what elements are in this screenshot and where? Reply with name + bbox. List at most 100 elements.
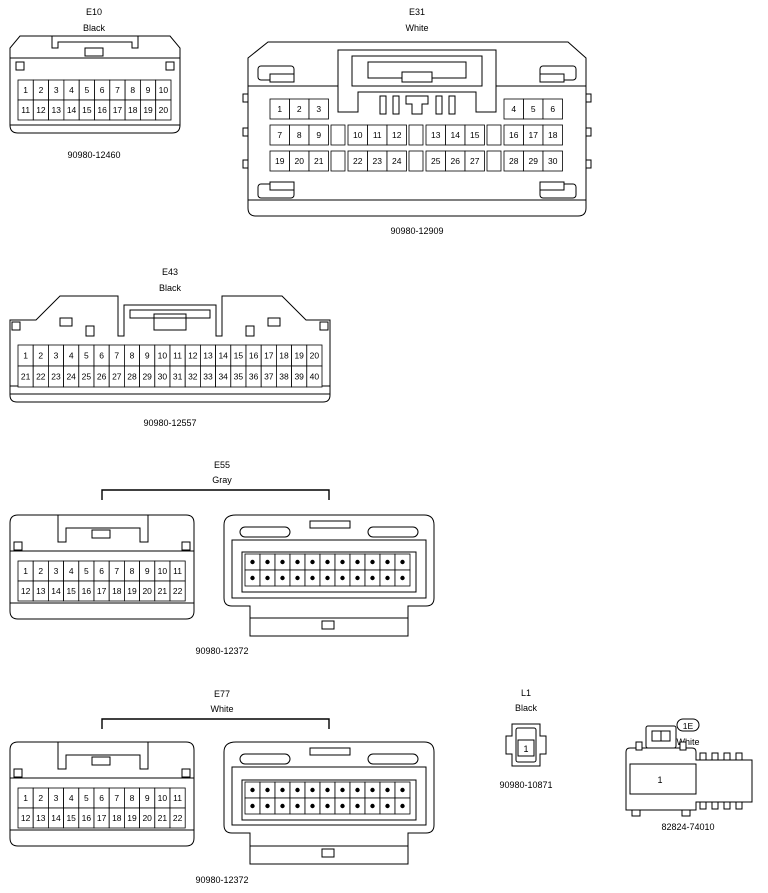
pin-number: 29 [529, 156, 539, 166]
pin-number: 27 [112, 372, 122, 382]
pin-number: 11 [173, 351, 182, 361]
pin-number: 3 [54, 85, 59, 95]
e77-female-pin-grid [244, 781, 411, 815]
pin-number: 13 [431, 130, 441, 140]
pin-number: 12 [36, 105, 46, 115]
pin-number: 3 [54, 793, 59, 803]
pin-number: 19 [127, 813, 137, 823]
pin-number: 23 [51, 372, 61, 382]
pin-number: 19 [294, 351, 304, 361]
pin-number: 13 [36, 586, 46, 596]
pin-number: 21 [158, 813, 168, 823]
pin-number: 18 [279, 351, 289, 361]
pin-number: 7 [114, 566, 119, 576]
pin-number: 26 [97, 372, 107, 382]
e10-id: E10 [86, 7, 102, 17]
pin-number: 5 [84, 351, 89, 361]
pin-number: 13 [52, 105, 62, 115]
pin-number: 16 [82, 813, 92, 823]
pin-number: 5 [84, 793, 89, 803]
pin-number: 22 [173, 813, 183, 823]
pin-number: 3 [54, 566, 59, 576]
pin-number: 7 [114, 793, 119, 803]
pin-number: 21 [314, 156, 324, 166]
pin-number: 1 [23, 351, 28, 361]
pin-number: 20 [159, 105, 169, 115]
pin-number: 10 [158, 566, 168, 576]
pin-number: 11 [173, 566, 182, 576]
pin-number: 11 [373, 130, 382, 140]
pin-number: 18 [112, 813, 122, 823]
pin-number: 19 [143, 105, 153, 115]
pin-number: 16 [82, 586, 92, 596]
pin-number: 19 [127, 586, 137, 596]
pin-number: 6 [99, 351, 104, 361]
pin-number: 6 [550, 104, 555, 114]
pin-number: 6 [99, 793, 104, 803]
pin-number: 13 [203, 351, 213, 361]
pin-number: 28 [127, 372, 137, 382]
pin-number: 24 [66, 372, 76, 382]
pin-number: 14 [67, 105, 77, 115]
pin-number: 4 [69, 566, 74, 576]
pin-number: 17 [97, 586, 107, 596]
pin-number: 11 [21, 105, 30, 115]
pin-number: 16 [509, 130, 519, 140]
pin-number: 9 [145, 793, 150, 803]
e10-part-number: 90980-12460 [67, 150, 120, 160]
connector-l1: L1 Black 1 90980-10871 [499, 688, 552, 790]
e77-id: E77 [214, 689, 230, 699]
pin-number: 12 [188, 351, 198, 361]
pin-number: 32 [188, 372, 198, 382]
pin-number: 18 [548, 130, 558, 140]
pin-number: 8 [130, 85, 135, 95]
e43-id: E43 [162, 267, 178, 277]
pin-number: 4 [69, 85, 74, 95]
pin-number: 21 [21, 372, 31, 382]
pin-number: 9 [145, 351, 150, 361]
pin-number: 14 [451, 130, 461, 140]
pin-number: 35 [234, 372, 244, 382]
pin-number: 29 [142, 372, 152, 382]
pin-number: 7 [277, 130, 282, 140]
l1-part-number: 90980-10871 [499, 780, 552, 790]
pin-number: 14 [51, 586, 61, 596]
e55-female-pin-grid [244, 553, 411, 587]
pin-number: 4 [69, 351, 74, 361]
pin-number: 20 [295, 156, 305, 166]
pin-number: 27 [470, 156, 480, 166]
pin-number: 22 [353, 156, 363, 166]
pin-number: 34 [218, 372, 228, 382]
pin-number: 31 [173, 372, 183, 382]
e10-color: Black [83, 23, 106, 33]
e55-part-number: 90980-12372 [195, 646, 248, 656]
pin-number: 17 [113, 105, 123, 115]
pin-number: 2 [39, 85, 44, 95]
pin-number: 5 [84, 566, 89, 576]
l1-id: L1 [521, 688, 531, 698]
pin-number: 10 [353, 130, 363, 140]
pin-number: 8 [130, 793, 135, 803]
pin-number: 30 [158, 372, 168, 382]
pin-number: 12 [392, 130, 402, 140]
pin-number: 33 [203, 372, 213, 382]
1e-id: 1E [683, 721, 694, 731]
pin-number: 38 [279, 372, 289, 382]
pin-number: 30 [548, 156, 558, 166]
l1-color: Black [515, 703, 538, 713]
e77-color: White [210, 704, 233, 714]
pin-number: 23 [373, 156, 383, 166]
pin-number: 5 [531, 104, 536, 114]
pin-number: 3 [54, 351, 59, 361]
pin-number: 20 [142, 586, 152, 596]
pin-number: 25 [431, 156, 441, 166]
pin-number: 3 [316, 104, 321, 114]
pin-number: 8 [130, 566, 135, 576]
pin-number: 2 [38, 351, 43, 361]
